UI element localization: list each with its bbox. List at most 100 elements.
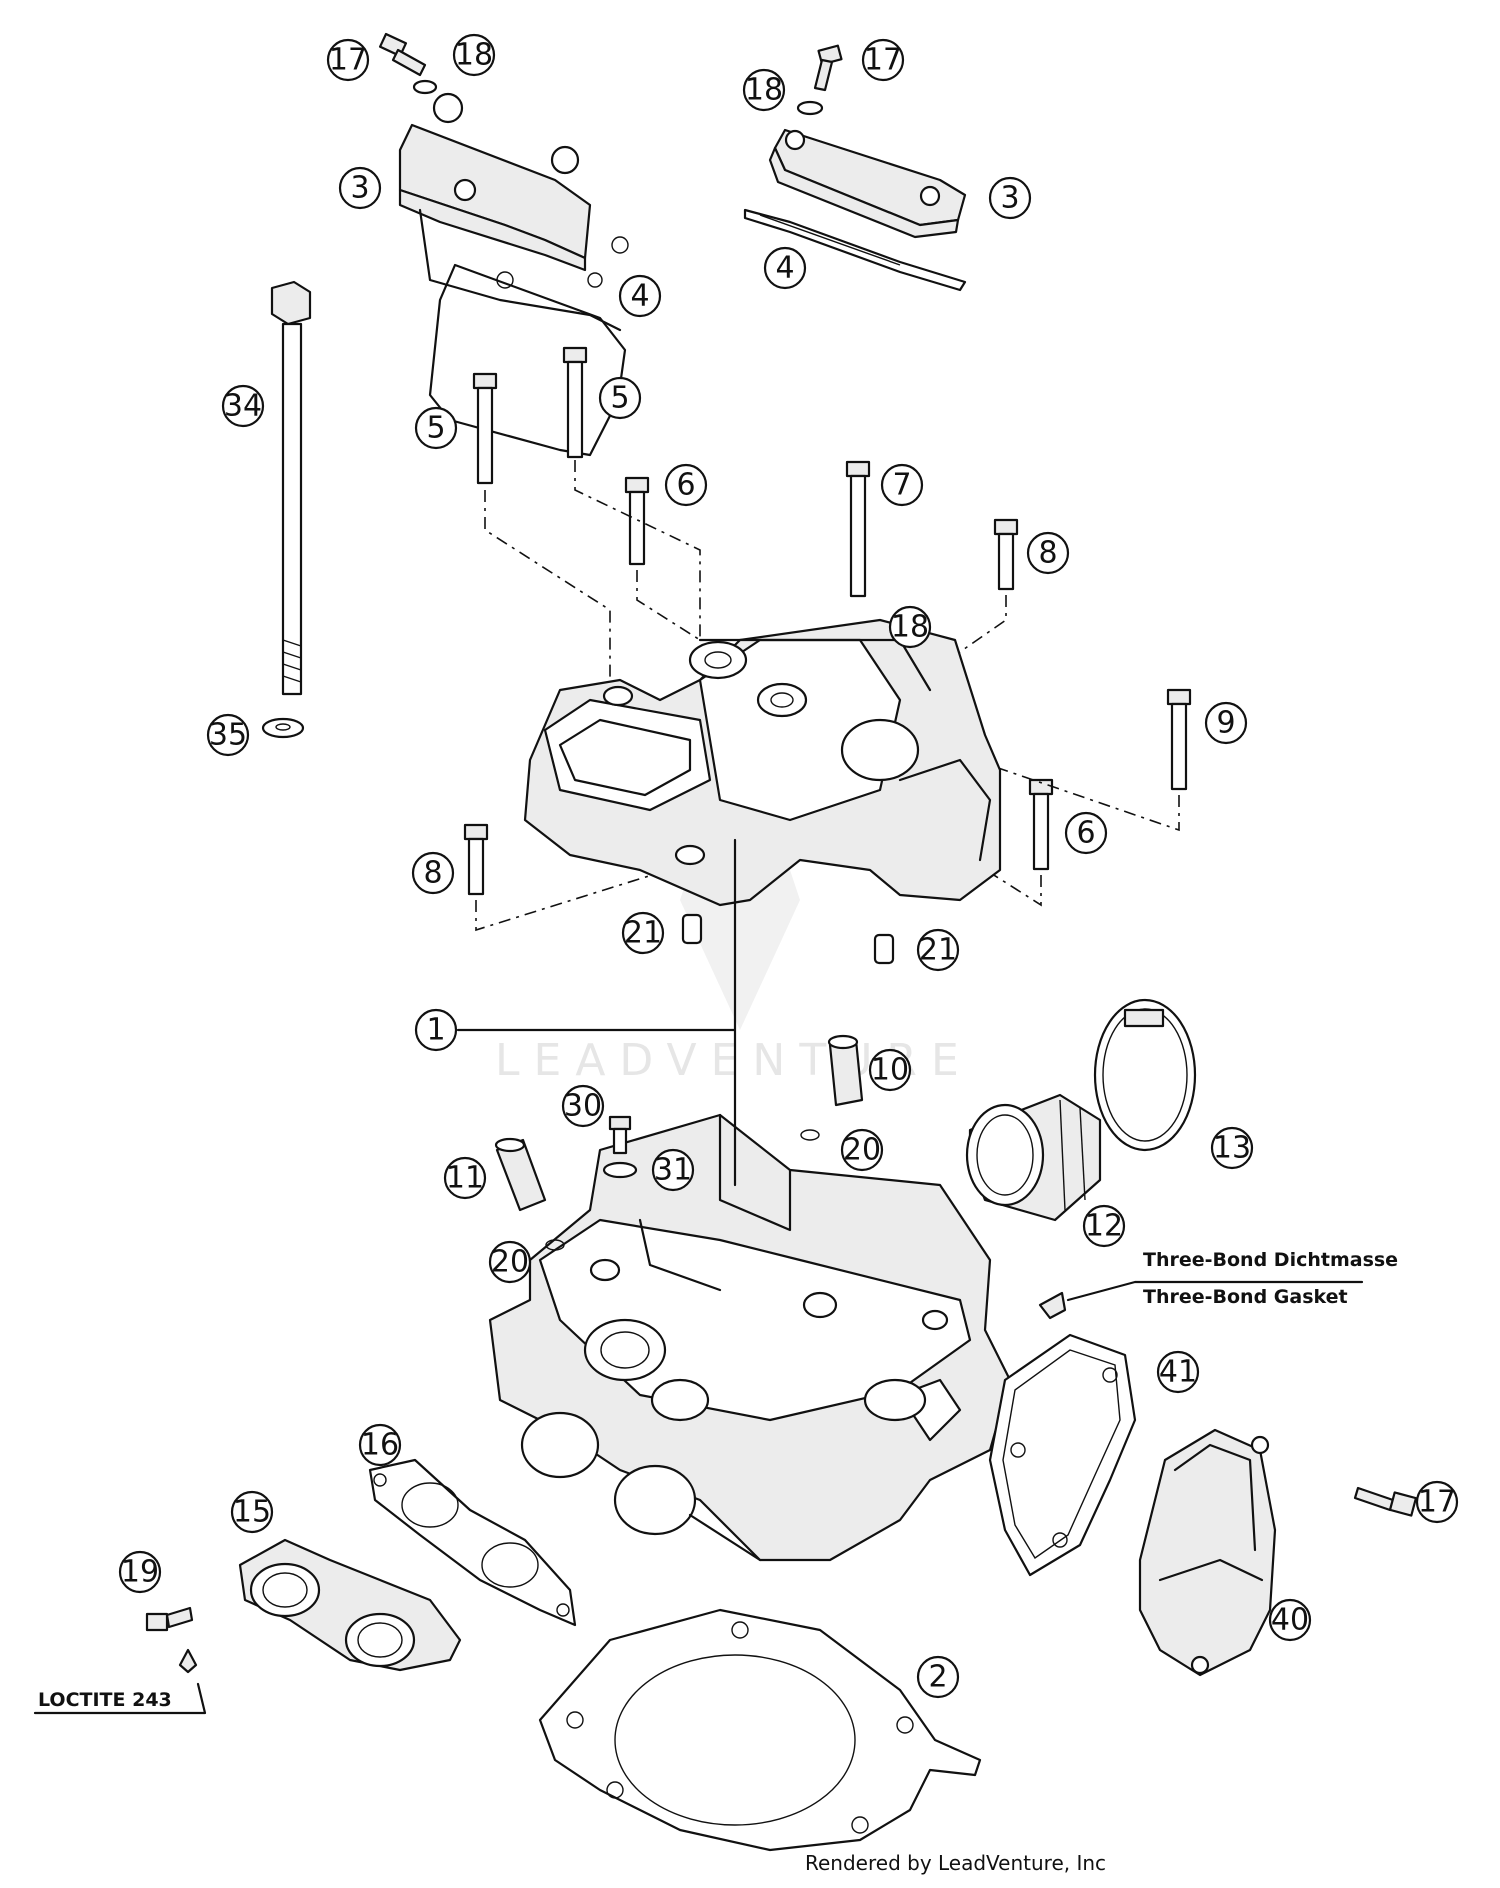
callout-9: 9 <box>1204 701 1248 745</box>
callout-7: 7 <box>880 463 924 507</box>
svg-text:6: 6 <box>1076 816 1095 851</box>
head-gasket <box>538 1608 982 1852</box>
callout-2: 2 <box>916 1655 960 1699</box>
bolt-17-right <box>1353 1486 1418 1517</box>
svg-text:3: 3 <box>1000 181 1019 216</box>
callout-6-lower: 6 <box>1064 811 1108 855</box>
callout-40: 40 <box>1268 1598 1312 1642</box>
callout-3-right: 3 <box>988 176 1032 220</box>
leader-threebond <box>1066 1280 1364 1302</box>
leader-line-1 <box>456 838 737 1187</box>
svg-text:11: 11 <box>446 1161 484 1196</box>
side-cover <box>1138 1428 1277 1677</box>
svg-text:21: 21 <box>919 933 957 968</box>
leader-loctite <box>33 1682 207 1715</box>
stud-34 <box>261 280 312 739</box>
callout-4-right: 4 <box>763 246 807 290</box>
svg-text:19: 19 <box>121 1555 159 1590</box>
callout-17-top-left: 17 <box>326 38 370 82</box>
svg-text:17: 17 <box>329 43 367 78</box>
exhaust-flange <box>238 1538 462 1672</box>
callout-8-lower: 8 <box>411 851 455 895</box>
bolt-17-top-left <box>378 32 438 95</box>
callout-20-left: 20 <box>488 1240 532 1284</box>
svg-text:41: 41 <box>1159 1355 1197 1390</box>
callout-5-right: 5 <box>598 376 642 420</box>
callout-21-right: 21 <box>916 928 960 972</box>
callout-4-left: 4 <box>618 274 662 318</box>
svg-text:31: 31 <box>654 1153 692 1188</box>
svg-text:4: 4 <box>630 279 649 314</box>
svg-text:8: 8 <box>423 856 442 891</box>
callout-10: 10 <box>868 1048 912 1092</box>
camshaft-carrier <box>523 618 1002 907</box>
render-credit: Rendered by LeadVenture, Inc <box>805 1851 1106 1875</box>
svg-text:20: 20 <box>843 1133 881 1168</box>
svg-text:5: 5 <box>426 411 445 446</box>
svg-text:6: 6 <box>676 468 695 503</box>
valve-cover-right <box>743 44 967 292</box>
callout-15: 15 <box>230 1490 274 1534</box>
callout-11: 11 <box>443 1156 487 1200</box>
svg-text:13: 13 <box>1213 1131 1251 1166</box>
svg-text:30: 30 <box>564 1089 602 1124</box>
callout-18-top-left: 18 <box>452 33 496 77</box>
svg-text:2: 2 <box>928 1660 947 1695</box>
three-bond-dot <box>1038 1291 1067 1320</box>
svg-text:7: 7 <box>892 468 911 503</box>
valve-cover-left <box>398 92 629 457</box>
callout-6-upper: 6 <box>664 463 708 507</box>
callout-35: 35 <box>206 713 250 757</box>
callouts: 17 18 3 4 17 18 3 4 34 35 5 5 6 7 8 18 9… <box>118 33 1459 1699</box>
note-loctite: LOCTITE 243 <box>38 1689 172 1711</box>
cover-gasket <box>988 1333 1137 1577</box>
exhaust-gasket <box>368 1458 577 1627</box>
valve-guides <box>494 1034 864 1251</box>
intake-boot <box>965 1093 1102 1222</box>
callout-1: 1 <box>414 1008 458 1052</box>
svg-text:17: 17 <box>1418 1485 1456 1520</box>
callout-19: 19 <box>118 1550 162 1594</box>
svg-text:1: 1 <box>426 1013 445 1048</box>
bolt-19 <box>145 1606 198 1674</box>
callout-18-mid: 18 <box>888 605 932 649</box>
callout-41: 41 <box>1156 1350 1200 1394</box>
cylinder-head <box>488 1113 1012 1562</box>
callout-21-left: 21 <box>621 911 665 955</box>
svg-text:40: 40 <box>1271 1603 1309 1638</box>
callout-3-left: 3 <box>338 166 382 210</box>
bolts-upper <box>463 346 1192 965</box>
callout-13: 13 <box>1210 1126 1254 1170</box>
note-threebond-gasket: Three-Bond Gasket <box>1143 1286 1348 1308</box>
hose-clamp <box>1093 998 1197 1152</box>
svg-text:3: 3 <box>350 171 369 206</box>
svg-text:15: 15 <box>233 1495 271 1530</box>
svg-text:18: 18 <box>891 610 929 645</box>
svg-text:34: 34 <box>224 389 262 424</box>
svg-text:10: 10 <box>871 1053 909 1088</box>
callout-17-top-right: 17 <box>861 38 905 82</box>
svg-text:8: 8 <box>1038 536 1057 571</box>
svg-text:4: 4 <box>775 251 794 286</box>
svg-text:17: 17 <box>864 43 902 78</box>
callout-17-right: 17 <box>1415 1480 1459 1524</box>
svg-text:20: 20 <box>491 1245 529 1280</box>
svg-text:5: 5 <box>610 381 629 416</box>
svg-text:18: 18 <box>455 38 493 73</box>
svg-text:21: 21 <box>624 916 662 951</box>
svg-text:35: 35 <box>209 718 247 753</box>
svg-text:18: 18 <box>745 73 783 108</box>
svg-text:16: 16 <box>361 1428 399 1463</box>
callout-20-right: 20 <box>840 1128 884 1172</box>
callout-31: 31 <box>651 1148 695 1192</box>
callout-34: 34 <box>221 384 265 428</box>
callout-5-left: 5 <box>414 406 458 450</box>
svg-text:12: 12 <box>1085 1209 1123 1244</box>
note-threebond-dichtmasse: Three-Bond Dichtmasse <box>1143 1249 1398 1271</box>
callout-30: 30 <box>561 1084 605 1128</box>
callout-8-upper: 8 <box>1026 531 1070 575</box>
svg-text:9: 9 <box>1216 706 1235 741</box>
callout-18-top-right: 18 <box>742 68 786 112</box>
callout-12: 12 <box>1082 1204 1126 1248</box>
